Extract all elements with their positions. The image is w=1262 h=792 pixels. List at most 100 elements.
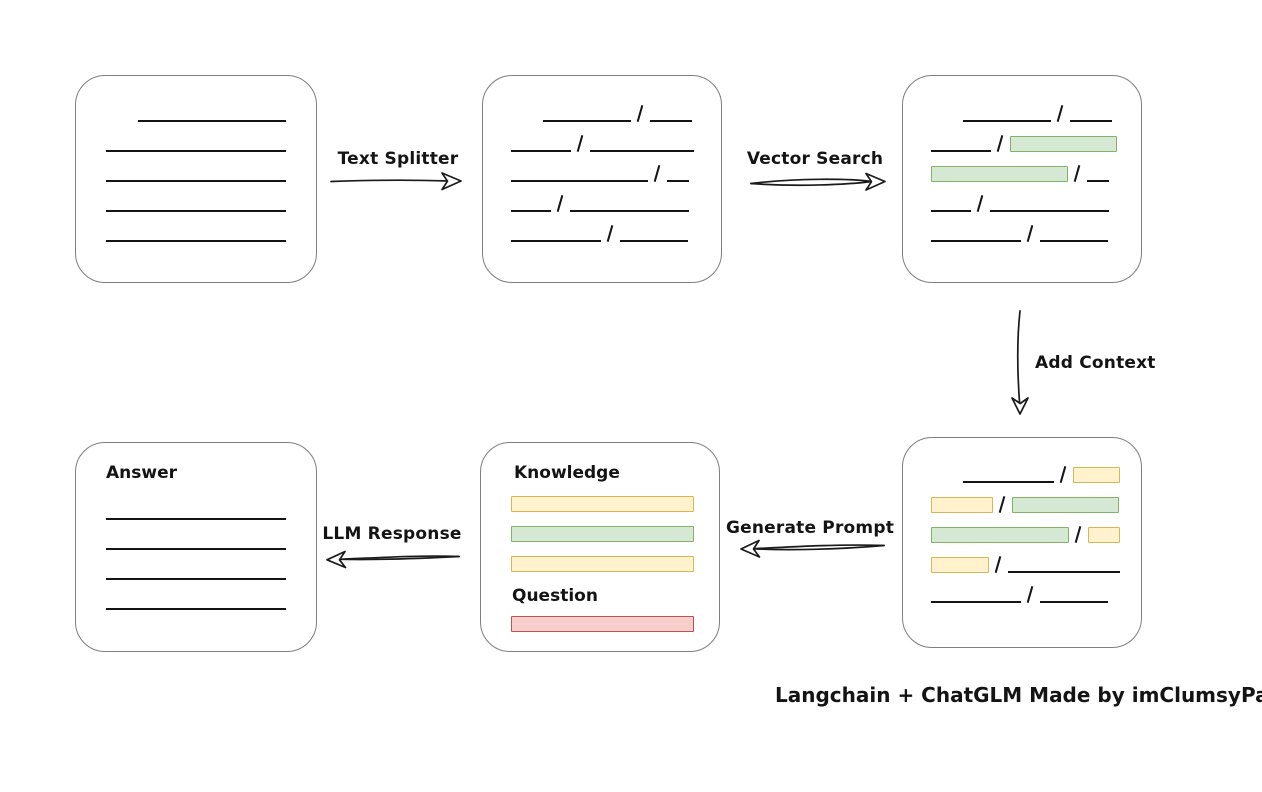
text-line (1070, 120, 1112, 122)
add-context-label: Add Context (1035, 353, 1156, 373)
text-line (931, 601, 1021, 603)
document-row (931, 212, 1117, 242)
vector-search-arrow (750, 172, 886, 191)
green-chunk (1012, 497, 1119, 513)
document-row (931, 483, 1120, 513)
generate-prompt-label: Generate Prompt (725, 518, 895, 538)
add-context-arrow (1011, 310, 1029, 415)
answer-rows (106, 490, 286, 610)
slash-separator (1056, 105, 1065, 122)
document-row (931, 122, 1117, 152)
text-line (511, 240, 601, 242)
document-row (106, 152, 286, 182)
answer-box: Answer (75, 442, 317, 652)
green-chunk (511, 526, 694, 542)
slash-separator (653, 165, 662, 182)
text-line (106, 548, 286, 550)
slash-separator (1074, 526, 1083, 543)
matched-document-box (902, 75, 1142, 283)
document-row (106, 182, 286, 212)
text-line (106, 240, 286, 242)
slash-separator (1073, 165, 1082, 182)
document-row (511, 182, 694, 212)
document-row (106, 122, 286, 152)
slash-separator (1026, 225, 1035, 242)
text-line (570, 210, 689, 212)
text-line (106, 578, 286, 580)
prompt-box: Knowledge Question (480, 442, 720, 652)
document-row (106, 520, 286, 550)
text-line (590, 150, 694, 152)
slash-separator (994, 556, 1003, 573)
slash-separator (606, 225, 615, 242)
answer-heading: Answer (106, 463, 177, 483)
knowledge-bars (511, 482, 694, 572)
slash-separator (976, 195, 985, 212)
yellow-chunk (511, 496, 694, 512)
question-heading: Question (512, 586, 598, 606)
split-document-box (482, 75, 722, 283)
text-line (511, 150, 571, 152)
vector-search-label: Vector Search (746, 149, 884, 169)
text-line (931, 150, 991, 152)
document-row (511, 152, 694, 182)
yellow-chunk (931, 497, 993, 513)
text-line (1040, 601, 1108, 603)
document-row (106, 212, 286, 242)
text-line (1087, 180, 1109, 182)
document-row (931, 513, 1120, 543)
slash-separator (998, 496, 1007, 513)
slash-separator (1059, 466, 1068, 483)
text-line (990, 210, 1109, 212)
document-row (931, 453, 1120, 483)
yellow-chunk (931, 557, 989, 573)
text-line (667, 180, 689, 182)
document-row (931, 152, 1117, 182)
green-chunk (931, 166, 1068, 182)
question-bars (511, 602, 694, 632)
text-line (511, 210, 551, 212)
source-document-box (75, 75, 317, 283)
text-line (106, 608, 286, 610)
slash-separator (636, 105, 645, 122)
document-row (931, 182, 1117, 212)
text-line (106, 210, 286, 212)
llm-response-label: LLM Response (322, 524, 462, 544)
yellow-chunk (1088, 527, 1120, 543)
yellow-chunk (511, 556, 694, 572)
llm-response-arrow (326, 550, 460, 569)
document-row (511, 512, 694, 542)
credit-caption: Langchain + ChatGLM Made by imClumsyPand… (775, 683, 1262, 707)
document-row (931, 543, 1120, 573)
text-line (931, 240, 1021, 242)
text-line (106, 180, 286, 182)
document-row (511, 92, 694, 122)
slash-separator (576, 135, 585, 152)
text-line (620, 240, 688, 242)
text-line (106, 518, 286, 520)
document-row (511, 542, 694, 572)
text-splitter-arrow (330, 172, 462, 191)
document-row (106, 490, 286, 520)
document-row (511, 212, 694, 242)
document-row (511, 602, 694, 632)
document-row (511, 122, 694, 152)
text-line (963, 120, 1051, 122)
text-line (963, 481, 1054, 483)
text-line (106, 150, 286, 152)
text-line (1040, 240, 1108, 242)
slash-separator (556, 195, 565, 212)
text-line (931, 210, 971, 212)
text-line (511, 180, 648, 182)
red-chunk (511, 616, 694, 632)
yellow-chunk (1073, 467, 1120, 483)
knowledge-heading: Knowledge (514, 463, 620, 483)
text-line (138, 120, 286, 122)
slash-separator (1026, 586, 1035, 603)
source-document-rows (106, 92, 286, 242)
text-line (1008, 571, 1120, 573)
split-document-rows (511, 92, 694, 242)
context-document-rows (931, 453, 1120, 603)
context-document-box (902, 437, 1142, 648)
